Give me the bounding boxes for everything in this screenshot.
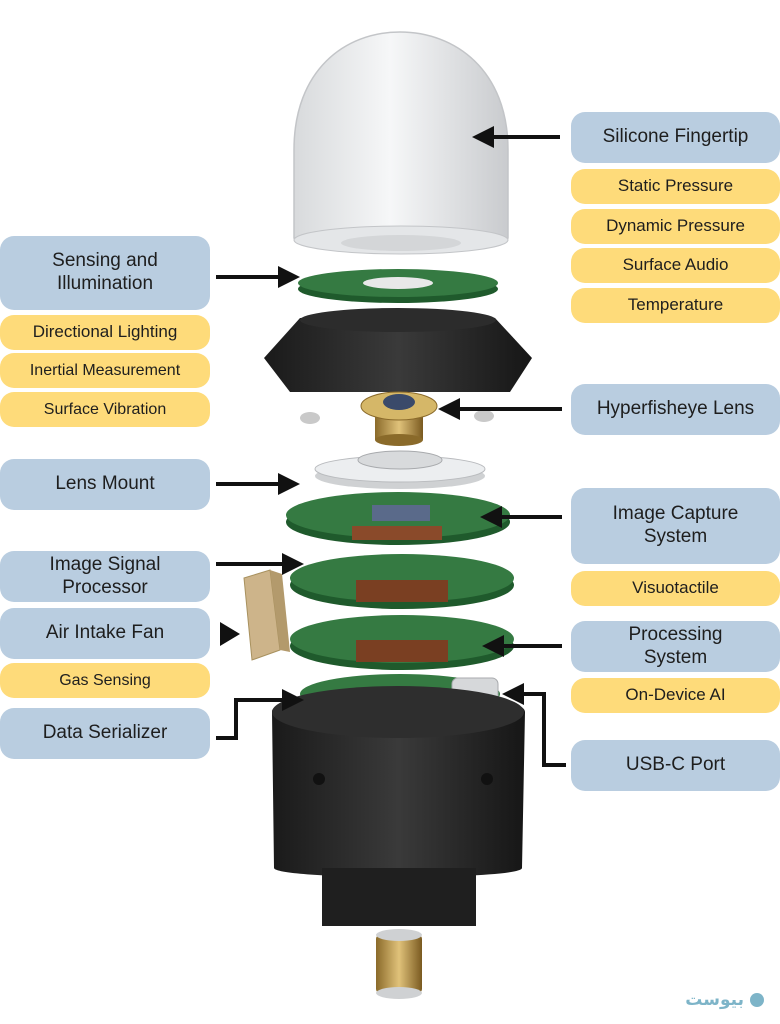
watermark-text: بیوست: [685, 990, 744, 1009]
label-data-serializer: Data Serializer: [0, 708, 210, 759]
label-inertial-measurement: Inertial Measurement: [0, 353, 210, 388]
label-silicone-fingertip: Silicone Fingertip: [571, 112, 780, 163]
label-temperature: Temperature: [571, 288, 780, 323]
processing-system-pcb: [290, 615, 514, 670]
label-on-device-ai: On-Device AI: [571, 678, 780, 713]
silicone-fingertip-dome: [293, 31, 509, 255]
label-image-capture-system: Image Capture System: [571, 488, 780, 564]
label-processing-system: Processing System: [571, 621, 780, 672]
label-static-pressure: Static Pressure: [571, 169, 780, 204]
air-intake-fan: [243, 569, 290, 661]
black-housing: [272, 686, 525, 926]
label-visuotactile: Visuotactile: [571, 571, 780, 606]
hyperfisheye-lens: [360, 391, 438, 446]
arrow-usb-c-port: [520, 692, 566, 767]
image-capture-pcb: [286, 492, 510, 545]
label-hyperfisheye-lens: Hyperfisheye Lens: [571, 384, 780, 435]
label-directional-lighting: Directional Lighting: [0, 315, 210, 350]
callout-arrows: [216, 126, 566, 767]
watermark: بیوست: [685, 990, 764, 1010]
watermark-logo-icon: [750, 993, 764, 1007]
label-sensing-illumination: Sensing and Illumination: [0, 236, 210, 310]
label-lens-mount: Lens Mount: [0, 459, 210, 510]
label-usb-c-port: USB-C Port: [571, 740, 780, 791]
label-surface-vibration: Surface Vibration: [0, 392, 210, 427]
arrow-data-serializer: [216, 698, 286, 740]
lens-mount: [314, 450, 486, 489]
label-image-signal-processor: Image Signal Processor: [0, 551, 210, 602]
label-dynamic-pressure: Dynamic Pressure: [571, 209, 780, 244]
arrow-air-intake-fan: [220, 622, 240, 646]
label-gas-sensing: Gas Sensing: [0, 663, 210, 698]
image-signal-processor-pcb: [290, 554, 514, 609]
bottom-connector: [376, 929, 422, 999]
sensing-illumination-pcb: [298, 269, 498, 303]
label-air-intake-fan: Air Intake Fan: [0, 608, 210, 659]
black-cone-holder: [264, 308, 532, 424]
label-surface-audio: Surface Audio: [571, 248, 780, 283]
